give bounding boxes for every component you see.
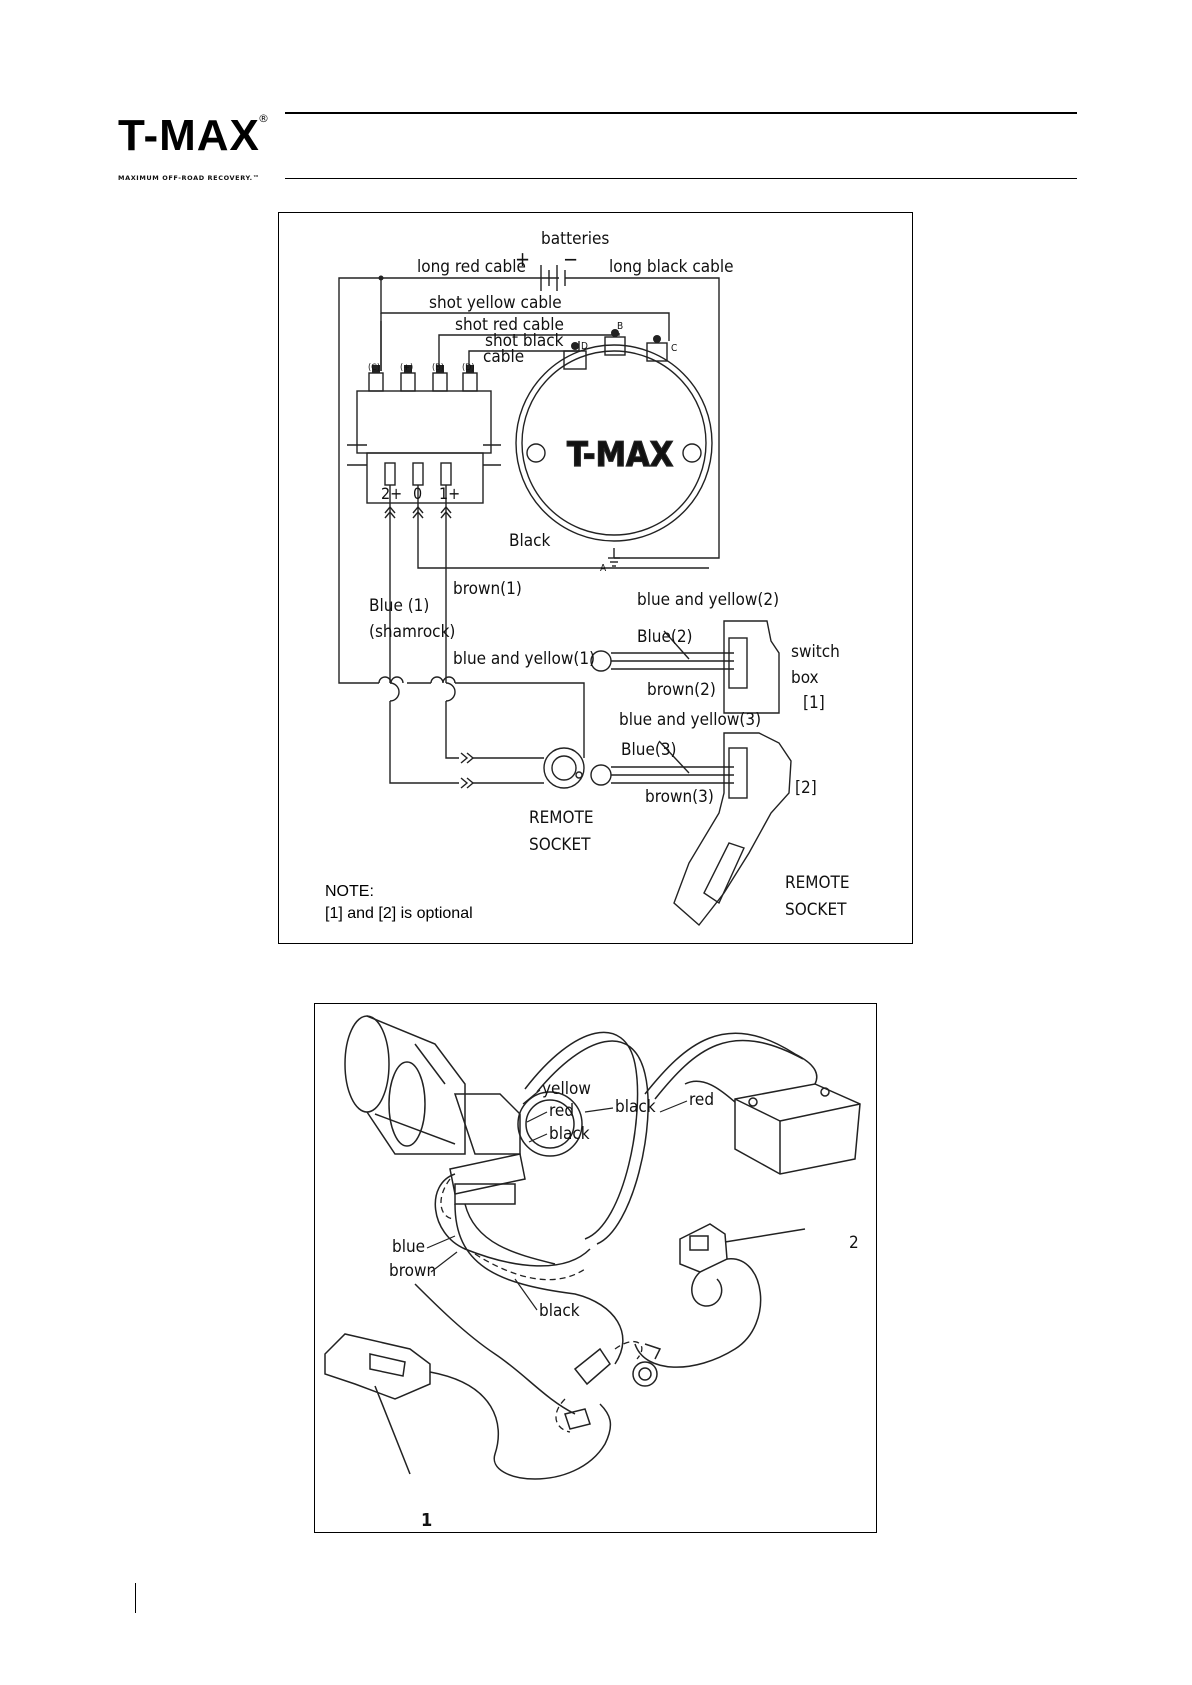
motor-a-label: A <box>600 563 607 574</box>
terminal-d-label: (D) <box>462 363 475 373</box>
label-black-top: black <box>549 1124 590 1144</box>
label-yellow: yellow <box>542 1079 591 1099</box>
label-brown-3: brown(3) <box>645 787 714 807</box>
label-black-bottom: black <box>539 1301 580 1321</box>
terminal-b-label: (B) <box>432 363 444 373</box>
install-diagram: yellow red black black red blue brown bl… <box>324 1015 861 1531</box>
callout-1: 1 <box>421 1510 432 1531</box>
terminal-c-label: (C) <box>368 363 380 373</box>
contact-1plus-label: 1+ <box>439 484 460 503</box>
label-batteries: batteries <box>541 229 609 249</box>
label-blue-2: Blue(2) <box>637 627 693 647</box>
label-red-right: red <box>689 1090 714 1110</box>
label-cable: cable <box>483 347 524 367</box>
label-red: red <box>549 1101 574 1121</box>
label-blue-yellow-3: blue and yellow(3) <box>619 710 761 730</box>
header-rule-bottom <box>285 178 1077 179</box>
contact-2plus-label: 2+ <box>381 484 402 503</box>
label-switch: switch <box>791 642 840 662</box>
motor-d-label: D <box>581 341 588 352</box>
note-title: NOTE: <box>325 883 374 900</box>
footer-marker <box>135 1583 136 1613</box>
logo-wordmark: T-MAX <box>118 111 260 160</box>
label-blue-yellow-1: blue and yellow(1) <box>453 649 595 669</box>
label-shot-black: shot black <box>485 331 564 351</box>
wiring-diagram-frame: batteries + − long red cable long black … <box>278 212 913 944</box>
label-plus: + <box>515 247 530 271</box>
label-shamrock: (shamrock) <box>369 622 455 642</box>
terminal-plus-label: (+) <box>400 363 413 373</box>
logo-tagline: MAXIMUM OFF-ROAD RECOVERY.™ <box>118 174 260 182</box>
label-ref-1: [1] <box>803 693 825 713</box>
label-black-mid: black <box>615 1097 656 1117</box>
tmax-logo: T-MAX ® MAXIMUM OFF-ROAD RECOVERY.™ <box>110 108 280 188</box>
label-blue-yellow-2: blue and yellow(2) <box>637 590 779 610</box>
label-socket-right: SOCKET <box>785 900 847 920</box>
label-shot-yellow-cable: shot yellow cable <box>429 293 562 313</box>
label-brown-2: brown(2) <box>647 680 716 700</box>
install-diagram-frame: yellow red black black red blue brown bl… <box>314 1003 877 1533</box>
motor-c-label: C <box>671 343 677 354</box>
note-text: [1] and [2] is optional <box>325 905 473 922</box>
label-shot-red-cable: shot red cable <box>455 315 564 335</box>
label-remote-center: REMOTE <box>529 808 594 828</box>
label-ref-2: [2] <box>795 778 817 798</box>
label-brown-1: brown(1) <box>453 579 522 599</box>
motor-logo: T-MAX <box>567 435 673 475</box>
wiring-diagram: batteries + − long red cable long black … <box>338 229 850 927</box>
callout-2: 2 <box>849 1233 859 1253</box>
label-remote-right: REMOTE <box>785 873 850 893</box>
logo-registered-mark: ® <box>258 112 269 125</box>
label-socket-center: SOCKET <box>529 835 591 855</box>
label-minus: − <box>563 247 578 271</box>
label-box: box <box>791 668 819 688</box>
label-long-red-cable: long red cable <box>417 257 526 277</box>
label-long-black-cable: long black cable <box>609 257 733 277</box>
header-rule-top <box>285 112 1077 114</box>
label-blue: blue <box>392 1237 425 1257</box>
label-blue-1: Blue (1) <box>369 596 429 616</box>
motor-b-label: B <box>617 321 623 332</box>
label-black: Black <box>509 531 551 551</box>
label-blue-3: Blue(3) <box>621 740 677 760</box>
contact-0-label: 0 <box>413 484 422 503</box>
label-brown: brown <box>389 1261 436 1281</box>
